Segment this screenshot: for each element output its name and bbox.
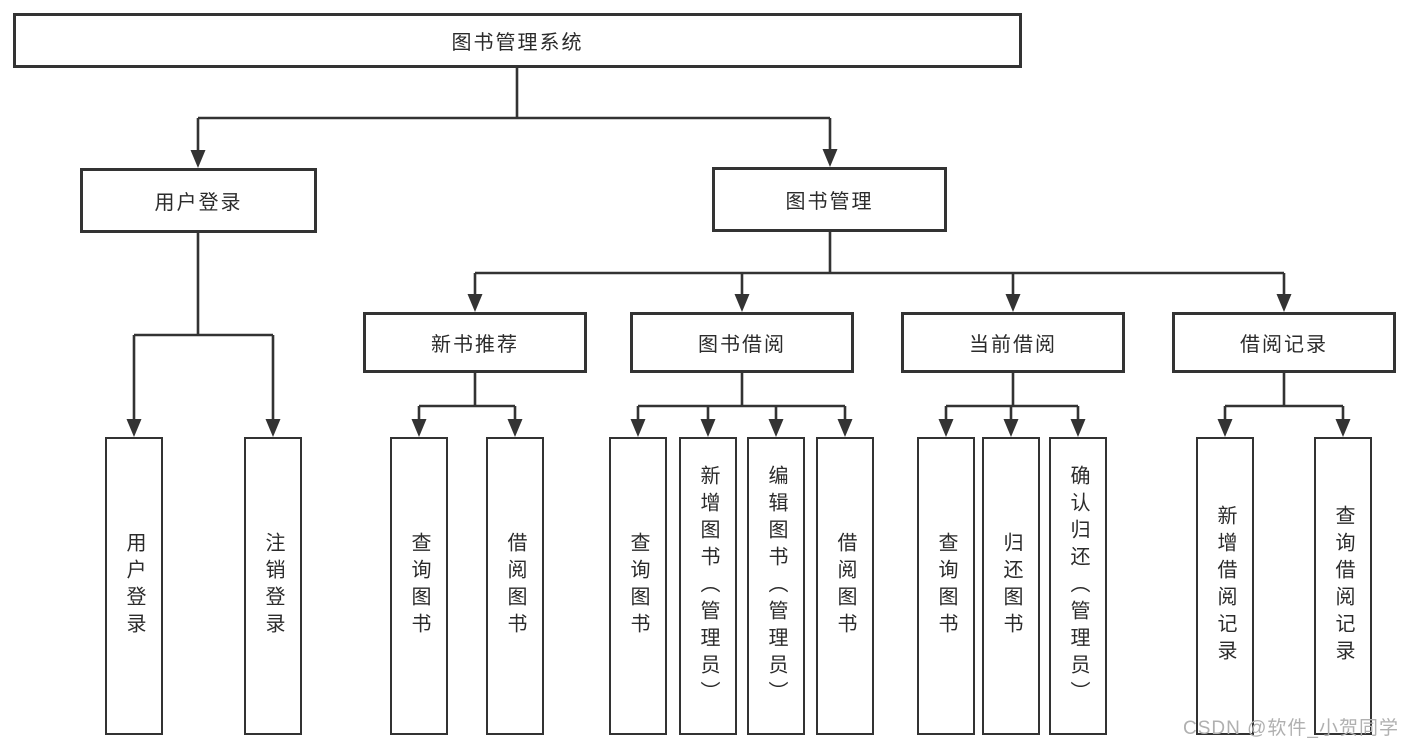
leaf-newbooks-borrow-books: 借阅图书 <box>486 437 544 735</box>
leaf-newbooks-query-books: 查询图书 <box>390 437 448 735</box>
leaf-newbooks-borrow-books-label: 借阅图书 <box>504 532 526 640</box>
leaf-bookborrow-add-books: 新增图书（管理员） <box>679 437 737 735</box>
watermark: CSDN @软件_小贺同学 <box>1183 718 1399 739</box>
leaf-bookborrow-edit-books: 编辑图书（管理员） <box>747 437 805 735</box>
leaf-bookborrow-query-books-label: 查询图书 <box>627 532 649 640</box>
leaf-bookborrow-borrow-books-label: 借阅图书 <box>834 532 856 640</box>
node-book-mgmt: 图书管理 <box>712 167 947 232</box>
leaf-currentborrow-return-books: 归还图书 <box>982 437 1040 735</box>
leaf-bookborrow-add-books-label: 新增图书（管理员） <box>697 464 719 708</box>
node-user-login: 用户登录 <box>80 168 317 233</box>
leaf-records-query-record-label: 查询借阅记录 <box>1332 505 1354 667</box>
leaf-records-query-record: 查询借阅记录 <box>1314 437 1372 735</box>
leaf-user-logout: 注销登录 <box>244 437 302 735</box>
node-root: 图书管理系统 <box>13 13 1022 68</box>
leaf-records-add-record: 新增借阅记录 <box>1196 437 1254 735</box>
leaf-currentborrow-return-books-label: 归还图书 <box>1000 532 1022 640</box>
leaf-bookborrow-borrow-books: 借阅图书 <box>816 437 874 735</box>
leaf-user-logout-label: 注销登录 <box>262 532 284 640</box>
node-borrow-records: 借阅记录 <box>1172 312 1396 373</box>
leaf-currentborrow-query-books: 查询图书 <box>917 437 975 735</box>
node-book-borrow: 图书借阅 <box>630 312 854 373</box>
leaf-bookborrow-query-books: 查询图书 <box>609 437 667 735</box>
node-current-borrow: 当前借阅 <box>901 312 1125 373</box>
leaf-user-login: 用户登录 <box>105 437 163 735</box>
leaf-user-login-label: 用户登录 <box>123 532 145 640</box>
leaf-bookborrow-edit-books-label: 编辑图书（管理员） <box>765 464 787 708</box>
leaf-currentborrow-query-books-label: 查询图书 <box>935 532 957 640</box>
leaf-currentborrow-confirm-return-label: 确认归还（管理员） <box>1067 464 1089 708</box>
leaf-newbooks-query-books-label: 查询图书 <box>408 532 430 640</box>
leaf-currentborrow-confirm-return: 确认归还（管理员） <box>1049 437 1107 735</box>
leaf-records-add-record-label: 新增借阅记录 <box>1214 505 1236 667</box>
node-new-books: 新书推荐 <box>363 312 587 373</box>
